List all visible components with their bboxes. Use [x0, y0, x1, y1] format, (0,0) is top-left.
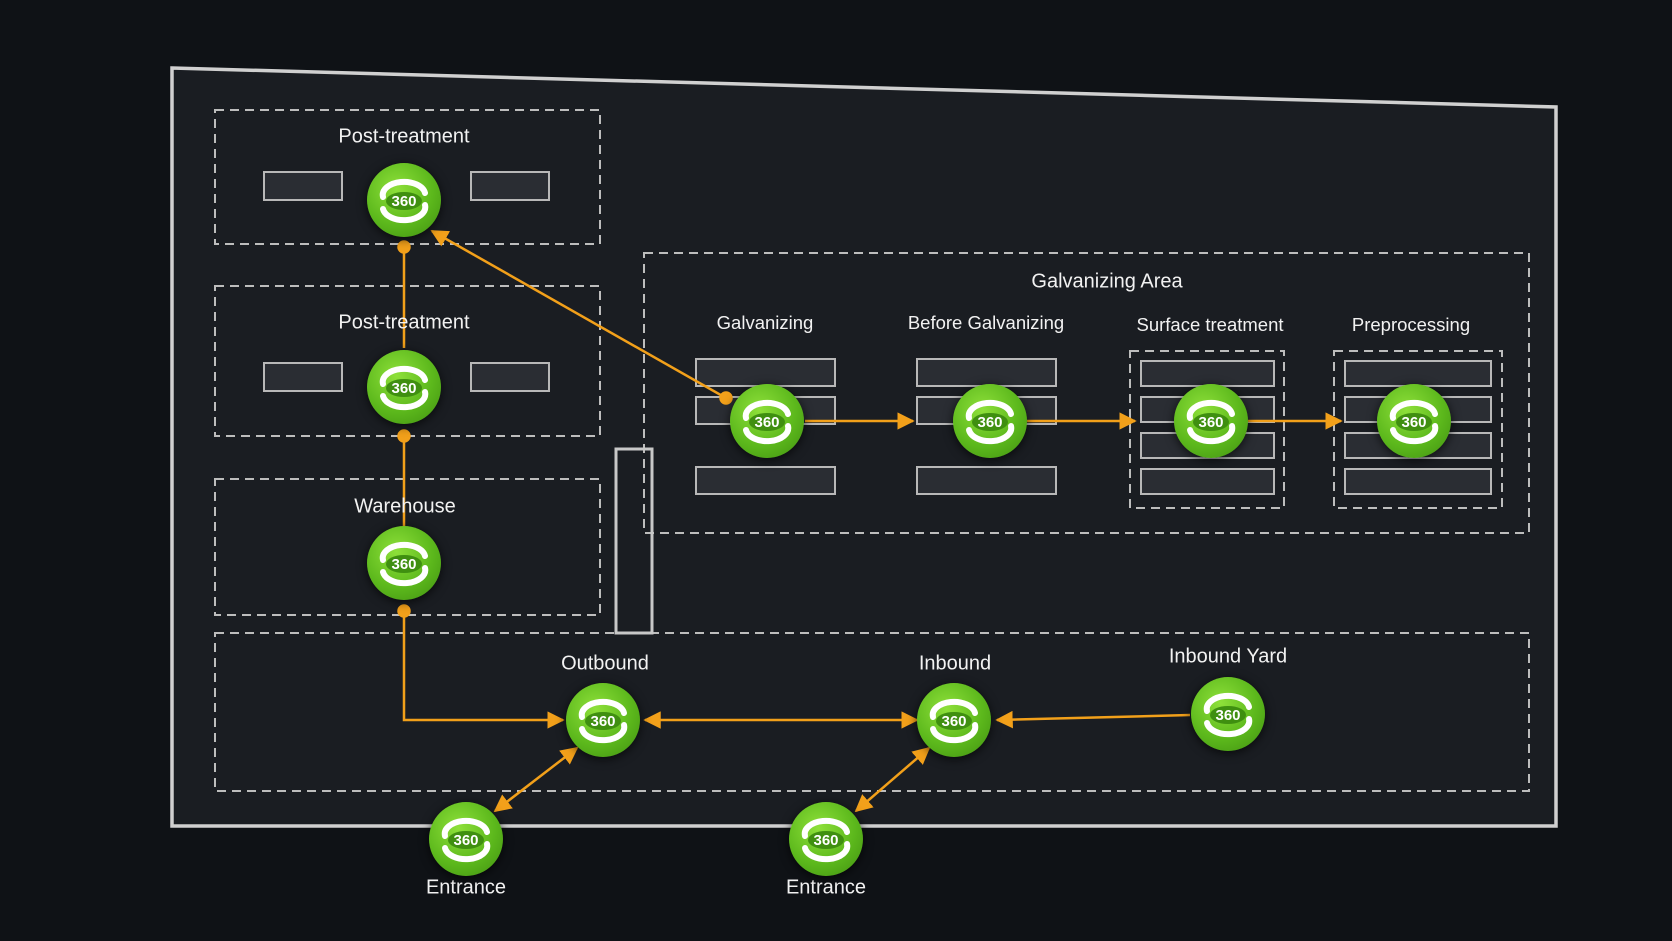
station-label-preprocessing: Preprocessing	[1351, 314, 1471, 335]
node-badge-text: 360	[1198, 414, 1223, 431]
360-view-icon: 360	[742, 399, 792, 445]
360-view-icon: 360	[441, 817, 491, 863]
tank	[695, 358, 836, 387]
tank	[1140, 468, 1275, 495]
node-badge-text: 360	[1401, 414, 1426, 431]
node-badge-text: 360	[590, 713, 615, 730]
node-badge-text: 360	[391, 380, 416, 397]
zone-label-post-treatment-mid: Post-treatment	[338, 311, 470, 334]
360-view-icon: 360	[1186, 399, 1236, 445]
360-view-node-inbound-yard[interactable]: 360	[1191, 677, 1265, 751]
360-view-node-entrance-1[interactable]: 360	[429, 802, 503, 876]
station-label-entrance-1: Entrance	[425, 876, 507, 899]
station-label-inbound: Inbound	[918, 652, 992, 675]
tank	[916, 358, 1057, 387]
station-label-before-galvanizing: Before Galvanizing	[907, 312, 1065, 333]
360-view-node-post-treatment-mid[interactable]: 360	[367, 350, 441, 424]
360-view-node-inbound[interactable]: 360	[917, 683, 991, 757]
360-view-node-outbound[interactable]: 360	[566, 683, 640, 757]
360-view-node-post-treatment-top[interactable]: 360	[367, 163, 441, 237]
360-view-icon: 360	[801, 817, 851, 863]
360-view-icon: 360	[1203, 692, 1253, 738]
tank	[1140, 360, 1275, 387]
360-view-icon: 360	[578, 698, 628, 744]
flow-arrow	[397, 604, 565, 729]
360-view-node-surface-treatment[interactable]: 360	[1174, 384, 1248, 458]
360-view-node-galvanizing[interactable]: 360	[730, 384, 804, 458]
zone-inbound-outbound	[214, 632, 1530, 792]
tank	[1344, 468, 1492, 495]
tank	[1344, 360, 1492, 387]
tank	[916, 466, 1057, 495]
zone-label-post-treatment-top: Post-treatment	[338, 125, 470, 148]
station-label-galvanizing: Galvanizing	[716, 312, 814, 333]
equipment-slot	[470, 362, 550, 392]
360-view-node-before-galvanizing[interactable]: 360	[953, 384, 1027, 458]
flow-arrow	[430, 229, 733, 405]
zone-label-warehouse: Warehouse	[354, 495, 456, 518]
node-badge-text: 360	[391, 556, 416, 573]
360-view-node-warehouse[interactable]: 360	[367, 526, 441, 600]
flow-arrow	[493, 746, 579, 813]
flow-arrow	[995, 710, 1191, 729]
360-view-icon: 360	[965, 399, 1015, 445]
360-view-icon: 360	[379, 365, 429, 411]
flow-arrow	[854, 746, 931, 813]
node-badge-text: 360	[941, 713, 966, 730]
station-label-entrance-2: Entrance	[785, 876, 867, 899]
360-view-icon: 360	[379, 178, 429, 224]
partition-wall	[614, 447, 654, 635]
tank	[695, 466, 836, 495]
equipment-slot	[470, 171, 550, 201]
node-badge-text: 360	[391, 193, 416, 210]
station-label-outbound: Outbound	[561, 652, 649, 675]
station-label-surface-treatment: Surface treatment	[1136, 314, 1284, 335]
360-view-icon: 360	[929, 698, 979, 744]
360-view-icon: 360	[379, 541, 429, 587]
360-view-node-entrance-2[interactable]: 360	[789, 802, 863, 876]
zone-label-galvanizing-area: Galvanizing Area	[1031, 270, 1183, 293]
node-badge-text: 360	[977, 414, 1002, 431]
equipment-slot	[263, 171, 343, 201]
node-badge-text: 360	[813, 832, 838, 849]
node-badge-text: 360	[453, 832, 478, 849]
node-badge-text: 360	[1215, 707, 1240, 724]
equipment-slot	[263, 362, 343, 392]
360-view-node-preprocessing[interactable]: 360	[1377, 384, 1451, 458]
360-view-icon: 360	[1389, 399, 1439, 445]
node-badge-text: 360	[754, 414, 779, 431]
station-label-inbound-yard: Inbound Yard	[1168, 645, 1288, 668]
